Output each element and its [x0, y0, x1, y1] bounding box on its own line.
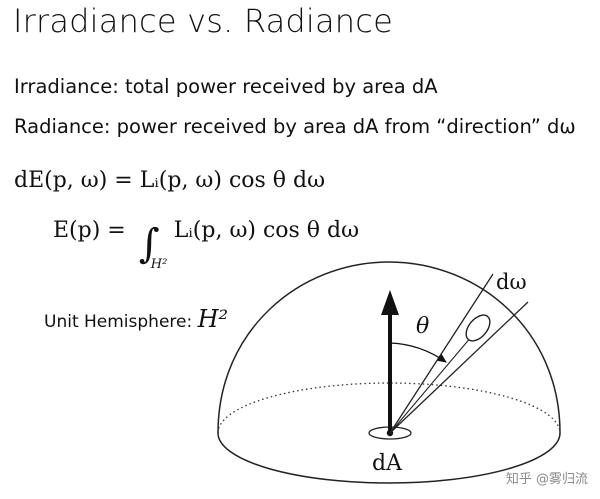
hemisphere-symbol: H²: [197, 305, 229, 333]
irradiance-definition: Irradiance: total power received by area…: [14, 75, 438, 98]
hemisphere-base-front: [217, 432, 561, 484]
differential-irradiance-equation: dE(p, ω) = Lᵢ(p, ω) cos θ dω: [14, 168, 326, 193]
hemisphere-label: Unit Hemisphere:: [44, 312, 193, 332]
watermark: 知乎 @雾归流: [505, 472, 588, 487]
integral-sign: ∫: [138, 221, 160, 267]
integral-lhs: E(p) =: [53, 218, 126, 243]
radiance-definition: Radiance: power received by area dA from…: [14, 115, 576, 138]
area-label: dA: [372, 451, 403, 476]
integral-integrand: Lᵢ(p, ω) cos θ dω: [173, 218, 360, 243]
solid-angle-patch: [465, 314, 491, 342]
hemisphere-dome: [217, 261, 561, 434]
hemisphere-caption: Unit Hemisphere: H²: [44, 305, 228, 333]
irradiance-integral-equation: E(p) = ∫ H² Lᵢ(p, ω) cos θ dω: [53, 218, 360, 272]
integral-domain: H²: [150, 257, 168, 272]
surface-normal-arrowhead: [381, 290, 399, 315]
cone-axis: [389, 329, 478, 434]
solid-angle-label: dω: [496, 270, 527, 294]
theta-angle-arc: [389, 342, 447, 363]
hemisphere-base-back: [217, 382, 561, 434]
slide-title: Irradiance vs. Radiance: [13, 2, 393, 40]
theta-label: θ: [416, 314, 429, 339]
cone-edge-right: [389, 301, 529, 434]
cone-edge-left: [389, 273, 494, 434]
